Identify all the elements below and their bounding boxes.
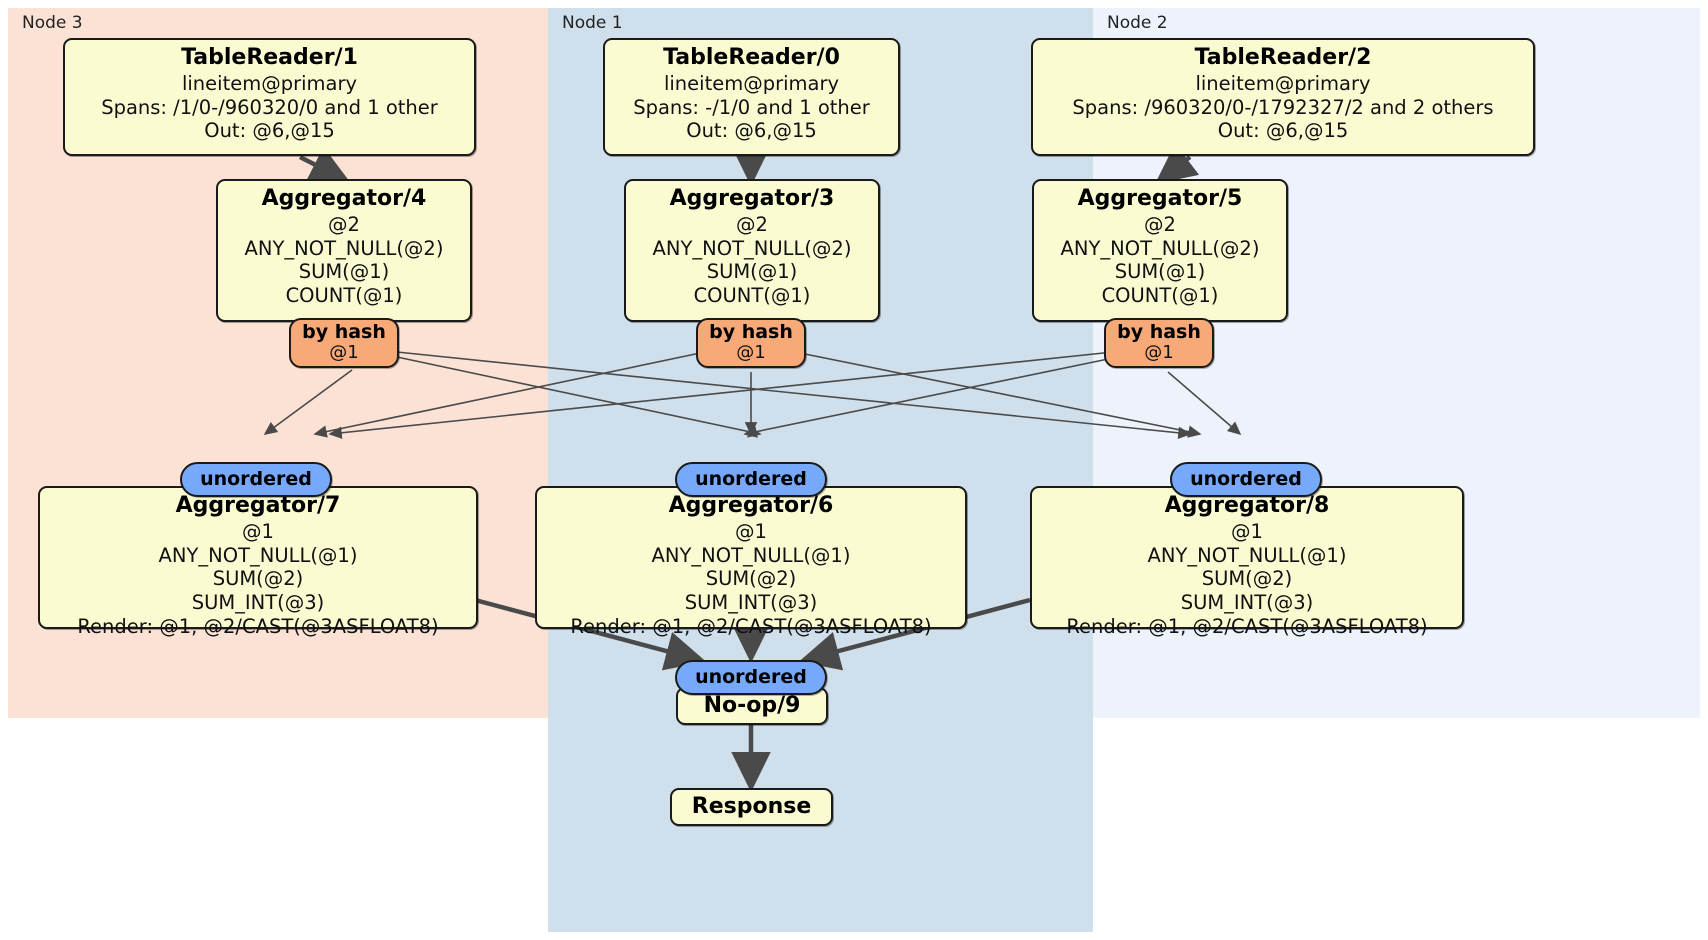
processor-detail: lineitem@primary xyxy=(1195,71,1371,95)
processor-detail: Spans: -/1/0 and 1 other xyxy=(633,95,870,119)
processor-title: Aggregator/4 xyxy=(261,186,427,211)
sync-label: unordered xyxy=(1190,468,1302,491)
processor-detail: SUM(@2) xyxy=(705,567,797,591)
processor-detail: Out: @6,@15 xyxy=(1217,119,1349,143)
processor-table-reader-0[interactable]: TableReader/0 lineitem@primary Spans: -/… xyxy=(603,38,900,156)
processor-detail: SUM_INT(@3) xyxy=(1180,591,1314,615)
processor-detail: SUM_INT(@3) xyxy=(191,591,325,615)
processor-aggregator-4[interactable]: Aggregator/4 @2 ANY_NOT_NULL(@2) SUM(@1)… xyxy=(216,179,472,322)
input-sync-unordered-mid[interactable]: unordered xyxy=(675,462,827,497)
processor-detail: Out: @6,@15 xyxy=(204,119,335,143)
node-panel-1-label: Node 1 xyxy=(562,13,623,33)
processor-title: TableReader/2 xyxy=(1194,45,1372,70)
processor-detail: SUM(@1) xyxy=(298,260,390,284)
processor-title: Aggregator/5 xyxy=(1077,186,1243,211)
processor-title: No-op/9 xyxy=(703,692,801,718)
node-panel-3-label: Node 3 xyxy=(22,13,83,33)
processor-detail: ANY_NOT_NULL(@1) xyxy=(1147,543,1347,567)
processor-detail: ANY_NOT_NULL(@1) xyxy=(158,543,358,567)
processor-table-reader-2[interactable]: TableReader/2 lineitem@primary Spans: /9… xyxy=(1031,38,1535,156)
processor-title: Aggregator/7 xyxy=(175,493,341,518)
router-label: by hash xyxy=(1117,321,1201,344)
processor-detail: Spans: /960320/0-/1792327/2 and 2 others xyxy=(1072,95,1494,119)
processor-detail: @1 xyxy=(735,519,767,543)
input-sync-unordered-left[interactable]: unordered xyxy=(180,462,332,497)
router-label: by hash xyxy=(302,321,386,344)
processor-table-reader-1[interactable]: TableReader/1 lineitem@primary Spans: /1… xyxy=(63,38,476,156)
processor-detail: Render: @1, @2/CAST(@3ASFLOAT8) xyxy=(77,614,439,638)
processor-detail: ANY_NOT_NULL(@2) xyxy=(652,236,852,260)
processor-title: Response xyxy=(691,793,812,819)
output-router-hash-left[interactable]: by hash @1 xyxy=(289,318,399,368)
processor-detail: Render: @1, @2/CAST(@3ASFLOAT8) xyxy=(1066,614,1428,638)
processor-detail: COUNT(@1) xyxy=(285,284,403,308)
processor-title: TableReader/0 xyxy=(663,45,840,70)
processor-detail: ANY_NOT_NULL(@2) xyxy=(244,236,444,260)
processor-detail: @2 xyxy=(328,212,360,236)
processor-detail: SUM(@2) xyxy=(212,567,304,591)
processor-detail: COUNT(@1) xyxy=(693,284,811,308)
output-router-hash-mid[interactable]: by hash @1 xyxy=(696,318,806,368)
processor-detail: @1 xyxy=(1231,519,1263,543)
input-sync-unordered-final[interactable]: unordered xyxy=(675,660,827,695)
processor-aggregator-5[interactable]: Aggregator/5 @2 ANY_NOT_NULL(@2) SUM(@1)… xyxy=(1032,179,1288,322)
processor-detail: @2 xyxy=(736,212,768,236)
processor-detail: Render: @1, @2/CAST(@3ASFLOAT8) xyxy=(570,614,932,638)
processor-title: TableReader/1 xyxy=(181,45,358,70)
processor-aggregator-6[interactable]: Aggregator/6 @1 ANY_NOT_NULL(@1) SUM(@2)… xyxy=(535,486,967,638)
router-column: @1 xyxy=(1144,342,1174,364)
sync-label: unordered xyxy=(695,666,807,689)
processor-aggregator-8[interactable]: Aggregator/8 @1 ANY_NOT_NULL(@1) SUM(@2)… xyxy=(1030,486,1464,638)
processor-detail: COUNT(@1) xyxy=(1101,284,1219,308)
node-panel-2-label: Node 2 xyxy=(1107,13,1168,33)
processor-response[interactable]: Response xyxy=(670,788,833,826)
processor-detail: Spans: /1/0-/960320/0 and 1 other xyxy=(101,95,438,119)
processor-detail: ANY_NOT_NULL(@2) xyxy=(1060,236,1260,260)
processor-aggregator-7[interactable]: Aggregator/7 @1 ANY_NOT_NULL(@1) SUM(@2)… xyxy=(38,486,478,638)
processor-detail: SUM_INT(@3) xyxy=(684,591,818,615)
router-column: @1 xyxy=(329,342,359,364)
processor-detail: SUM(@1) xyxy=(1114,260,1206,284)
input-sync-unordered-right[interactable]: unordered xyxy=(1170,462,1322,497)
router-label: by hash xyxy=(709,321,793,344)
router-column: @1 xyxy=(736,342,766,364)
processor-detail: @2 xyxy=(1144,212,1176,236)
processor-detail: SUM(@1) xyxy=(706,260,798,284)
sync-label: unordered xyxy=(695,468,807,491)
processor-detail: SUM(@2) xyxy=(1201,567,1293,591)
processor-title: Aggregator/6 xyxy=(668,493,834,518)
processor-detail: ANY_NOT_NULL(@1) xyxy=(651,543,851,567)
processor-detail: lineitem@primary xyxy=(663,71,840,95)
processor-title: Aggregator/3 xyxy=(669,186,835,211)
processor-detail: lineitem@primary xyxy=(181,71,358,95)
sync-label: unordered xyxy=(200,468,312,491)
processor-aggregator-3[interactable]: Aggregator/3 @2 ANY_NOT_NULL(@2) SUM(@1)… xyxy=(624,179,880,322)
processor-title: Aggregator/8 xyxy=(1164,493,1330,518)
output-router-hash-right[interactable]: by hash @1 xyxy=(1104,318,1214,368)
processor-detail: @1 xyxy=(242,519,274,543)
processor-detail: Out: @6,@15 xyxy=(686,119,817,143)
